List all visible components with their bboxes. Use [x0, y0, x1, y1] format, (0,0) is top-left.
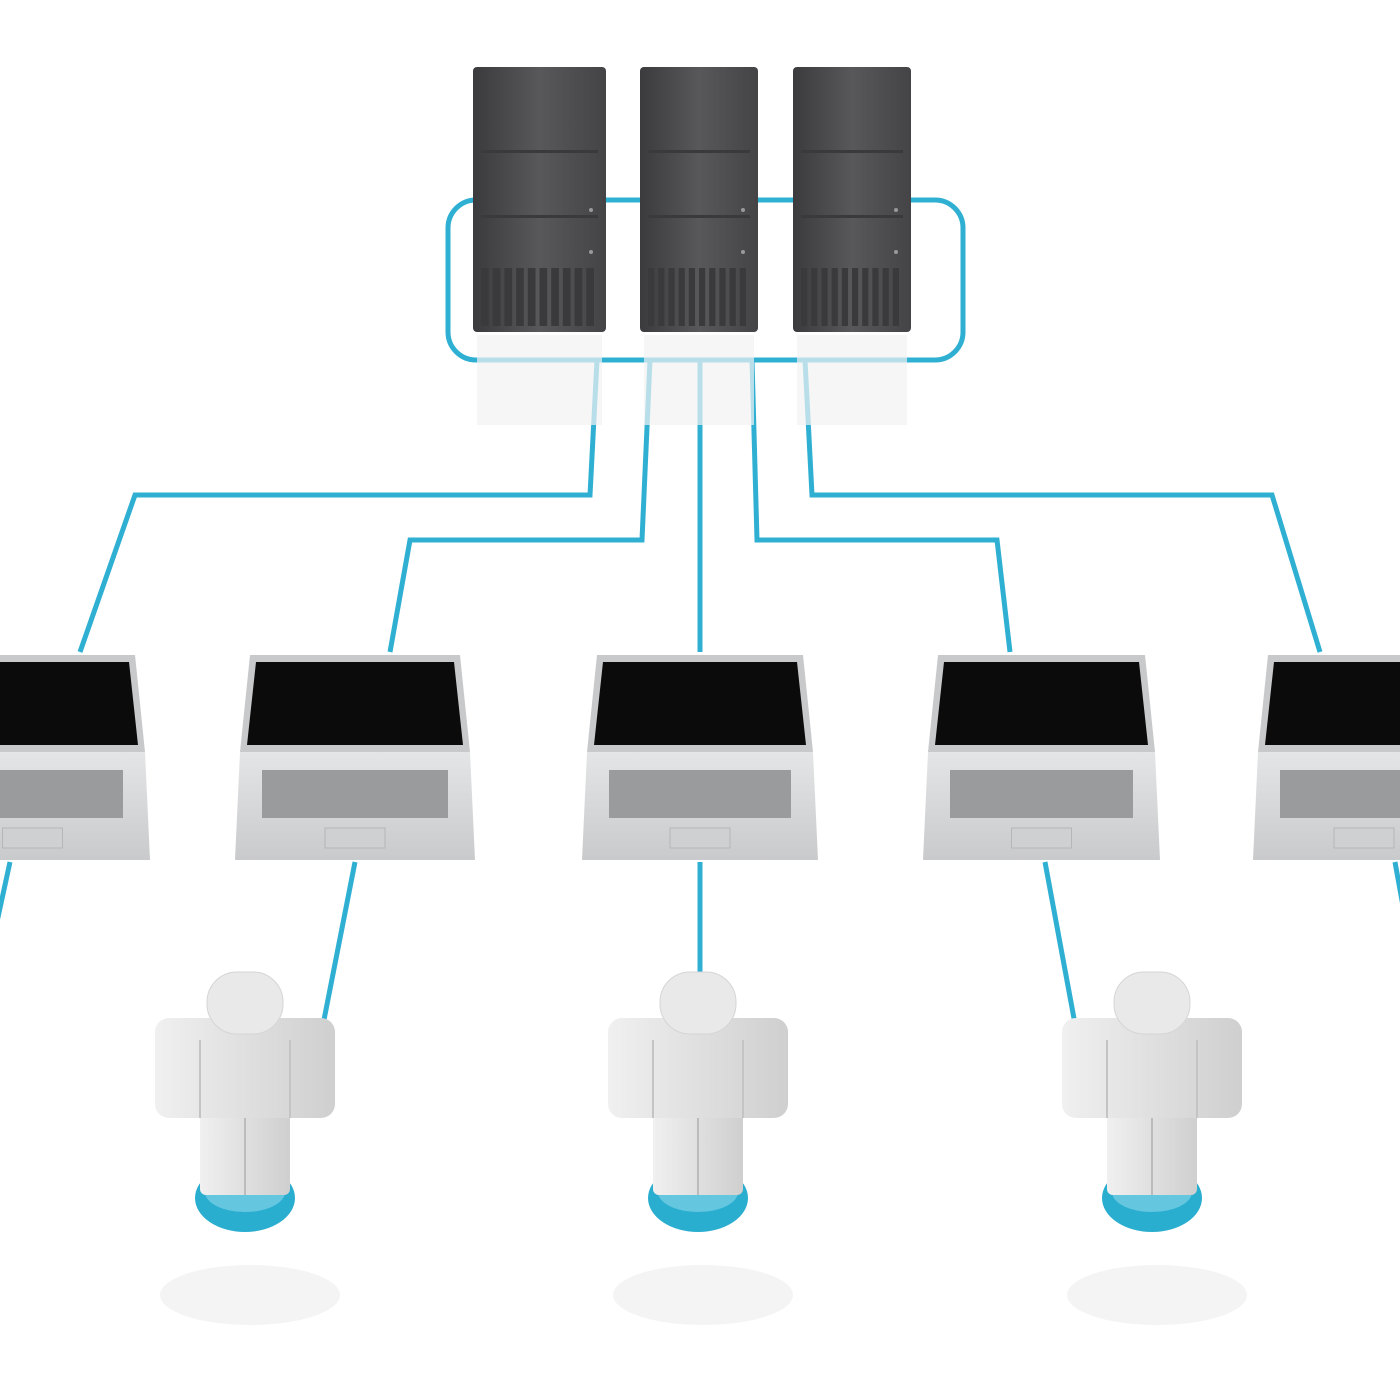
- laptop-icon: [1253, 655, 1400, 860]
- keyboard: [1280, 770, 1400, 818]
- laptop-screen: [0, 662, 138, 745]
- cable-to-laptop-4: [749, 359, 1013, 653]
- user-group: [155, 971, 1247, 1325]
- user-figure-icon: [1062, 971, 1247, 1325]
- server-icon: [640, 67, 758, 425]
- keyboard: [950, 770, 1133, 818]
- cable-to-laptop-1: [77, 359, 600, 653]
- keyboard: [0, 770, 123, 818]
- cable-laptop-1-user: [0, 861, 13, 920]
- laptop-icon: [0, 655, 150, 860]
- user-figure-icon: [155, 971, 340, 1325]
- laptop-screen: [594, 662, 806, 745]
- cable-to-laptop-5: [802, 359, 1323, 653]
- cable-laptop-5-user: [1392, 861, 1400, 904]
- laptop-icon: [582, 655, 818, 860]
- laptop-group: [0, 655, 1400, 860]
- user-head: [1113, 971, 1191, 1035]
- user-head: [206, 971, 284, 1035]
- server-group: [473, 67, 911, 425]
- user-figure-icon: [608, 971, 793, 1325]
- server-icon: [473, 67, 606, 425]
- keyboard: [262, 770, 448, 818]
- keyboard: [609, 770, 791, 818]
- laptop-screen: [247, 662, 463, 745]
- laptop-screen: [935, 662, 1148, 745]
- cable-laptop-2-user: [319, 861, 358, 1031]
- cable-to-laptop-2: [387, 359, 653, 653]
- laptop-icon: [923, 655, 1160, 860]
- laptop-screen: [1265, 662, 1400, 745]
- laptop-icon: [235, 655, 475, 860]
- user-head: [659, 971, 737, 1035]
- cable-laptop-4-user: [1042, 861, 1081, 1041]
- server-icon: [793, 67, 911, 425]
